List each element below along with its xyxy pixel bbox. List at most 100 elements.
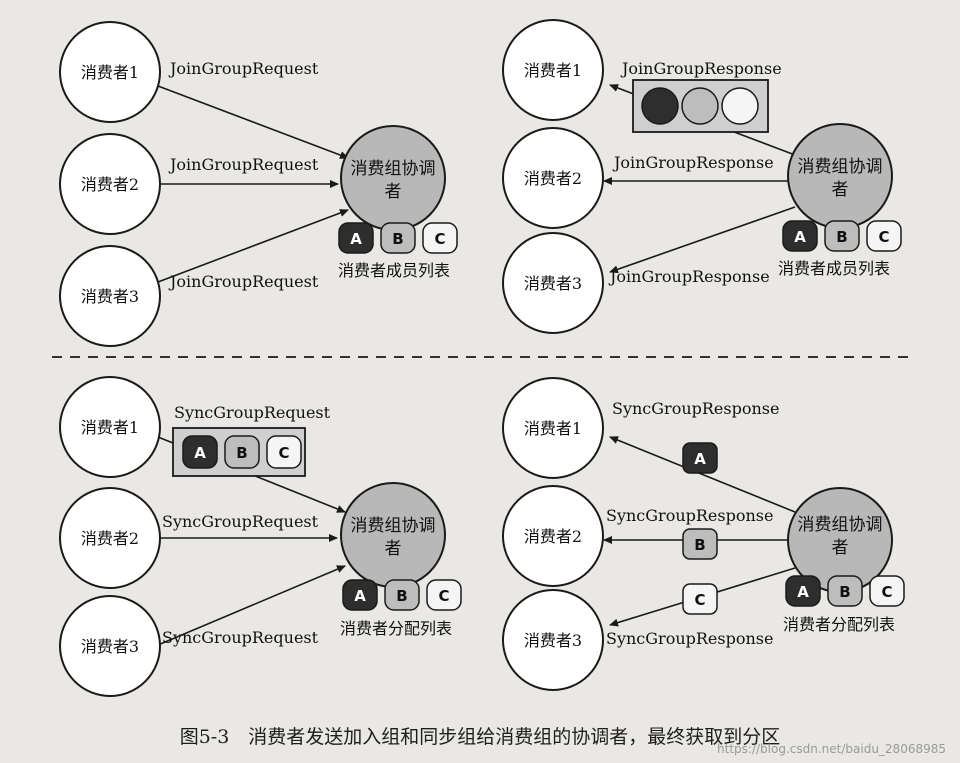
group-coordinator: 消费组协调 者 [787,123,893,229]
member-chip-b: B [380,222,416,254]
payload-chip-c: C [266,435,302,469]
svg-text:C: C [881,583,892,601]
svg-text:B: B [839,583,850,601]
assignment-chip-c: C [869,575,905,607]
coordinator-label-line2: 者 [832,538,849,558]
consumer-label: 消费者1 [524,61,582,80]
sync-request-label-1: SyncGroupRequest [174,403,331,422]
sync-response-label-2: SyncGroupResponse [606,506,773,525]
join-response-label-1: JoinGroupResponse [620,59,782,78]
svg-text:A: A [354,587,366,605]
consumer-node-2: 消费者2 [59,487,161,589]
join-response-panel: JoinGroupResponse JoinGroupResponse Join… [502,19,902,334]
consumer-node-1: 消费者1 [59,21,161,123]
svg-text:A: A [194,444,206,462]
svg-text:B: B [236,444,247,462]
payload-chip-a: A [182,435,218,469]
svg-text:B: B [396,587,407,605]
join-request-panel: JoinGroupRequest JoinGroupRequest JoinGr… [59,21,458,347]
arrow-join-request-1 [157,85,349,159]
sync-response-label-3: SyncGroupResponse [606,629,773,648]
group-coordinator: 消费组协调 者 [787,487,893,593]
group-coordinator: 消费组协调 者 [340,482,446,588]
coordinator-label-line1: 消费组协调 [351,159,436,179]
member-list-label: 消费者成员列表 [778,259,890,278]
consumer-label: 消费者2 [81,175,139,194]
svg-text:C: C [694,591,705,609]
sync-request-panel: SyncGroupRequest SyncGroupRequest SyncGr… [59,376,462,697]
consumer-node-3: 消费者3 [59,595,161,697]
arrow-join-request-3 [157,209,349,283]
member-chip-a: A [338,222,374,254]
coordinator-label-line1: 消费组协调 [351,516,436,536]
svg-text:A: A [694,450,706,468]
member-chip-c: C [866,220,902,252]
assignment-chip-b: B [827,575,863,607]
svg-text:C: C [878,228,889,246]
svg-text:B: B [694,536,705,554]
join-request-label-2: JoinGroupRequest [168,155,319,174]
response-chip-c: C [682,583,718,615]
payload-chip-b: B [224,435,260,469]
svg-text:A: A [794,228,806,246]
member-dot-mid [681,87,719,125]
member-chip-b: B [824,220,860,252]
consumer-node-3: 消费者3 [59,245,161,347]
consumer-label: 消费者3 [81,287,139,306]
diagram-canvas: JoinGroupRequest JoinGroupRequest JoinGr… [52,19,915,697]
member-dot-light [721,87,759,125]
consumer-label: 消费者1 [81,63,139,82]
assignment-list-label: 消费者分配列表 [783,615,895,634]
watermark: https://blog.csdn.net/baidu_28068985 [717,742,946,756]
svg-text:B: B [392,230,403,248]
member-chip-a: A [782,220,818,252]
join-request-label-3: JoinGroupRequest [168,272,319,291]
figure-caption: 图5-3 消费者发送加入组和同步组给消费组的协调者，最终获取到分区 [179,726,781,748]
member-dot-dark [641,87,679,125]
consumer-label: 消费者2 [81,529,139,548]
arrow-sync-response-1 [609,436,796,513]
assignment-payload-box: A B C [172,427,306,477]
group-coordinator: 消费组协调 者 [340,125,446,231]
join-response-label-3: JoinGroupResponse [608,267,770,286]
join-response-label-2: JoinGroupResponse [612,153,774,172]
assignment-list-chips: A B C [785,575,905,607]
response-chip-b: B [682,528,718,560]
sync-response-label-1: SyncGroupResponse [612,399,779,418]
leader-member-box [632,79,769,133]
arrow-sync-request-3 [157,565,346,646]
coordinator-label-line2: 者 [385,539,402,559]
coordinator-label-line2: 者 [832,180,849,200]
coordinator-label-line1: 消费组协调 [798,157,883,177]
consumer-label: 消费者3 [81,637,139,656]
assignment-chip-a: A [785,575,821,607]
consumer-label: 消费者3 [524,274,582,293]
svg-text:A: A [797,583,809,601]
consumer-label: 消费者1 [524,419,582,438]
arrow-join-response-3 [609,206,796,274]
svg-text:A: A [350,230,362,248]
consumer-label: 消费者3 [524,631,582,650]
svg-text:C: C [434,230,445,248]
coordinator-label-line2: 者 [385,182,402,202]
member-list-chips: A B C [782,220,902,252]
assignment-list-chips: A B C [342,579,462,611]
consumer-node-2: 消费者2 [502,127,604,229]
consumer-node-1: 消费者1 [502,377,604,479]
svg-text:B: B [836,228,847,246]
svg-text:C: C [438,587,449,605]
consumer-label: 消费者2 [524,169,582,188]
coordinator-label-line1: 消费组协调 [798,515,883,535]
sync-request-label-3: SyncGroupRequest [162,628,319,647]
consumer-label: 消费者1 [81,418,139,437]
consumer-node-2: 消费者2 [59,133,161,235]
sync-response-panel: SyncGroupResponse SyncGroupResponse Sync… [502,377,905,691]
consumer-node-1: 消费者1 [502,19,604,121]
consumer-label: 消费者2 [524,527,582,546]
sync-request-label-2: SyncGroupRequest [162,512,319,531]
consumer-node-1: 消费者1 [59,376,161,478]
consumer-node-2: 消费者2 [502,485,604,587]
assignment-chip-c: C [426,579,462,611]
assignment-chip-a: A [342,579,378,611]
